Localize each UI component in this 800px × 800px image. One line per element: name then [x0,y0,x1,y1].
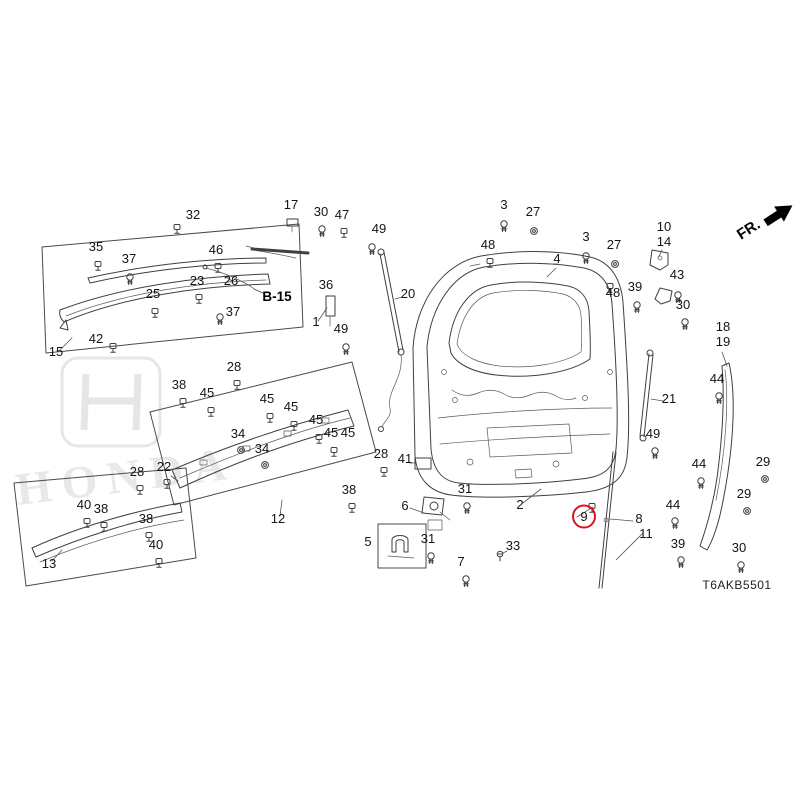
callout-9[interactable]: 9 [580,509,587,524]
callout-45[interactable]: 45 [284,399,298,414]
honda-watermark: HONDA [13,356,239,515]
highlight-ring [572,504,596,529]
callout-48[interactable]: 48 [606,285,620,300]
callout-27[interactable]: 27 [607,237,621,252]
callout-23[interactable]: 23 [190,273,204,288]
callout-28[interactable]: 28 [374,446,388,461]
callout-38[interactable]: 38 [172,377,186,392]
callout-42[interactable]: 42 [89,331,103,346]
callout-20[interactable]: 20 [401,286,415,301]
fr-direction: FR. [734,205,793,243]
callout-3[interactable]: 3 [500,197,507,212]
callout-38[interactable]: 38 [94,501,108,516]
callout-4[interactable]: 4 [553,251,560,266]
callout-45[interactable]: 45 [341,425,355,440]
callout-49[interactable]: 49 [372,221,386,236]
callout-1[interactable]: 1 [312,314,319,329]
callout-30[interactable]: 30 [676,297,690,312]
watermark-text: HONDA [13,437,239,515]
fr-arrow-icon [763,205,793,227]
callout-10[interactable]: 10 [657,219,671,234]
callout-18[interactable]: 18 [716,319,730,334]
highlighted-callout-group[interactable]: 9 [572,504,596,529]
callout-3[interactable]: 3 [582,229,589,244]
callout-26[interactable]: 26 [224,273,238,288]
callout-29[interactable]: 29 [737,486,751,501]
callout-8[interactable]: 8 [635,511,642,526]
callout-14[interactable]: 14 [657,234,671,249]
striker-box [377,523,427,569]
fr-label: FR. [734,216,764,243]
callout-28[interactable]: 28 [130,464,144,479]
callout-21[interactable]: 21 [662,391,676,406]
callout-30[interactable]: 30 [732,540,746,555]
callout-37[interactable]: 37 [226,304,240,319]
callout-41[interactable]: 41 [398,451,412,466]
callout-15[interactable]: 15 [49,344,63,359]
callout-35[interactable]: 35 [89,239,103,254]
callout-44[interactable]: 44 [710,371,724,386]
callout-49[interactable]: 49 [334,321,348,336]
diagram-artwork [13,218,769,589]
callout-34[interactable]: 34 [231,426,245,441]
spoiler-box [41,223,304,354]
callout-32[interactable]: 32 [186,207,200,222]
callout-33[interactable]: 33 [506,538,520,553]
callout-27[interactable]: 27 [526,204,540,219]
callout-22[interactable]: 22 [157,459,171,474]
callout-2[interactable]: 2 [516,497,523,512]
callout-45[interactable]: 45 [324,425,338,440]
callout-38[interactable]: 38 [342,482,356,497]
callout-17[interactable]: 17 [284,197,298,212]
callout-36[interactable]: 36 [319,277,333,292]
callout-40[interactable]: 40 [77,497,91,512]
callout-47[interactable]: 47 [335,207,349,222]
callout-30[interactable]: 30 [314,204,328,219]
callout-11[interactable]: 11 [639,526,653,541]
callout-31[interactable]: 31 [458,481,472,496]
callout-25[interactable]: 25 [146,286,160,301]
callout-12[interactable]: 12 [271,511,285,526]
diagram-code: T6AKB5501 [702,578,771,592]
lower-garnish-box [13,467,197,587]
callout-19[interactable]: 19 [716,334,730,349]
callout-13[interactable]: 13 [42,556,56,571]
callout-7[interactable]: 7 [457,554,464,569]
callout-45[interactable]: 45 [260,391,274,406]
callout-6[interactable]: 6 [401,498,408,513]
callout-45[interactable]: 45 [200,385,214,400]
callout-38[interactable]: 38 [139,511,153,526]
callout-49[interactable]: 49 [646,426,660,441]
callout-44[interactable]: 44 [692,456,706,471]
callout-43[interactable]: 43 [670,267,684,282]
callout-34[interactable]: 34 [255,441,269,456]
garnish-box [149,361,377,506]
callout-44[interactable]: 44 [666,497,680,512]
callout-48[interactable]: 48 [481,237,495,252]
callout-40[interactable]: 40 [149,537,163,552]
callout-31[interactable]: 31 [421,531,435,546]
callout-45[interactable]: 45 [309,412,323,427]
callout-28[interactable]: 28 [227,359,241,374]
callout-37[interactable]: 37 [122,251,136,266]
callout-5[interactable]: 5 [364,534,371,549]
callout-29[interactable]: 29 [756,454,770,469]
callout-39[interactable]: 39 [671,536,685,551]
callout-46[interactable]: 46 [209,242,223,257]
reference-b15[interactable]: B-15 [262,289,292,304]
callout-39[interactable]: 39 [628,279,642,294]
